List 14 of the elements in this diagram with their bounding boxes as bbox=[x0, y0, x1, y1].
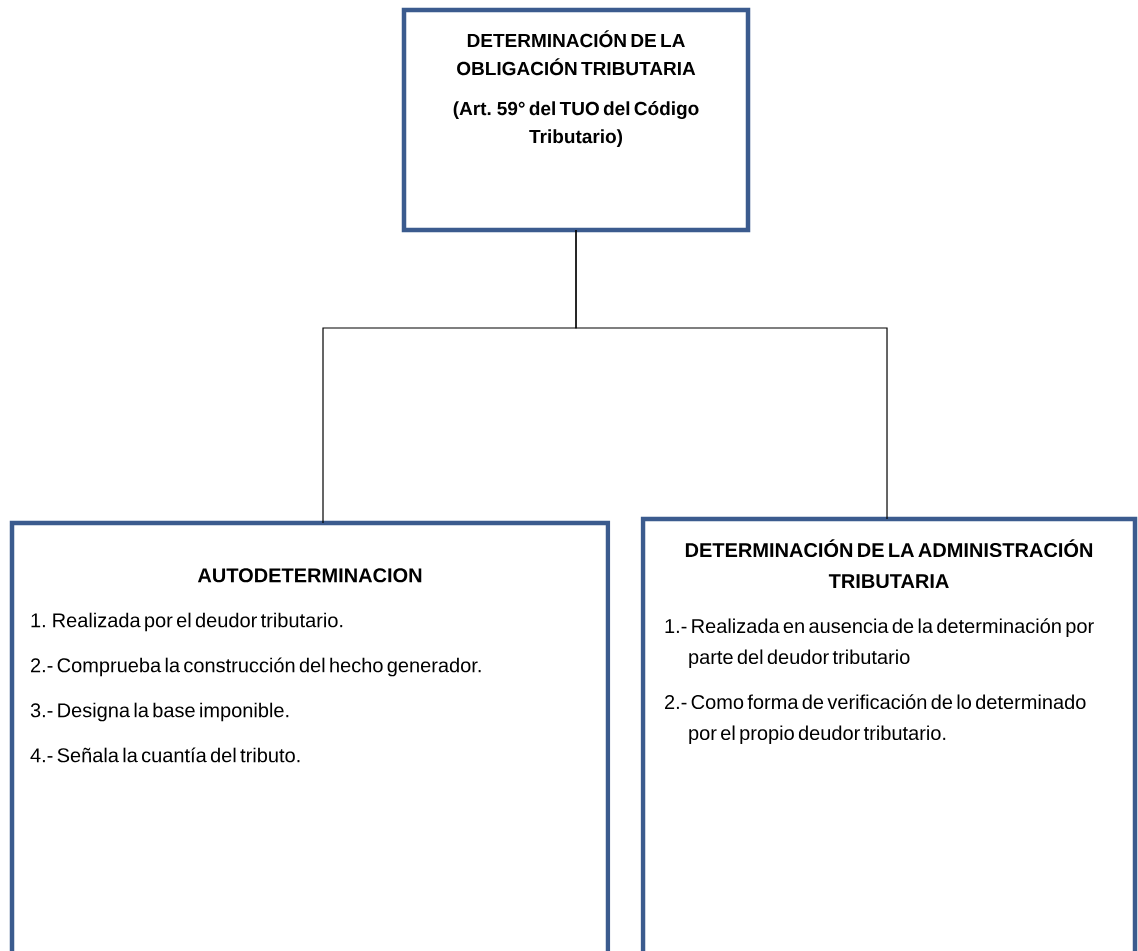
text-box bbox=[401, 7, 751, 233]
list-item: 3.- Designa la base imponible. bbox=[30, 702, 289, 722]
list-item: 4.- Señala la cuantía del tributo. bbox=[30, 747, 300, 763]
heading: DETERMINACIÓN DE LA ADMINISTRACIÓN TRIBUTARIA bbox=[685, 539, 1093, 589]
heading: AUTODETERMINACION bbox=[197, 568, 422, 583]
text-box bbox=[9, 520, 611, 951]
text-box bbox=[640, 516, 1138, 951]
heading: (Art. 59° del TUO del Código Tributario) bbox=[453, 101, 699, 147]
connector-line bbox=[575, 229, 888, 520]
heading: DETERMINACIÓN DE LA OBLIGACIÓN TRIBUTARIA bbox=[457, 30, 696, 76]
list-item: 2.- Como forma de verificación de lo determinado por el propio deudor tributario. bbox=[665, 694, 1086, 745]
list-item: 2.- Comprueba la construcción del hecho generador. bbox=[31, 657, 481, 677]
list-item: 1. Realizada por el deudor tributario. bbox=[31, 612, 343, 632]
list-item: 1.- Realizada en ausencia de la determinación por parte del deudor tributario bbox=[665, 618, 1094, 669]
